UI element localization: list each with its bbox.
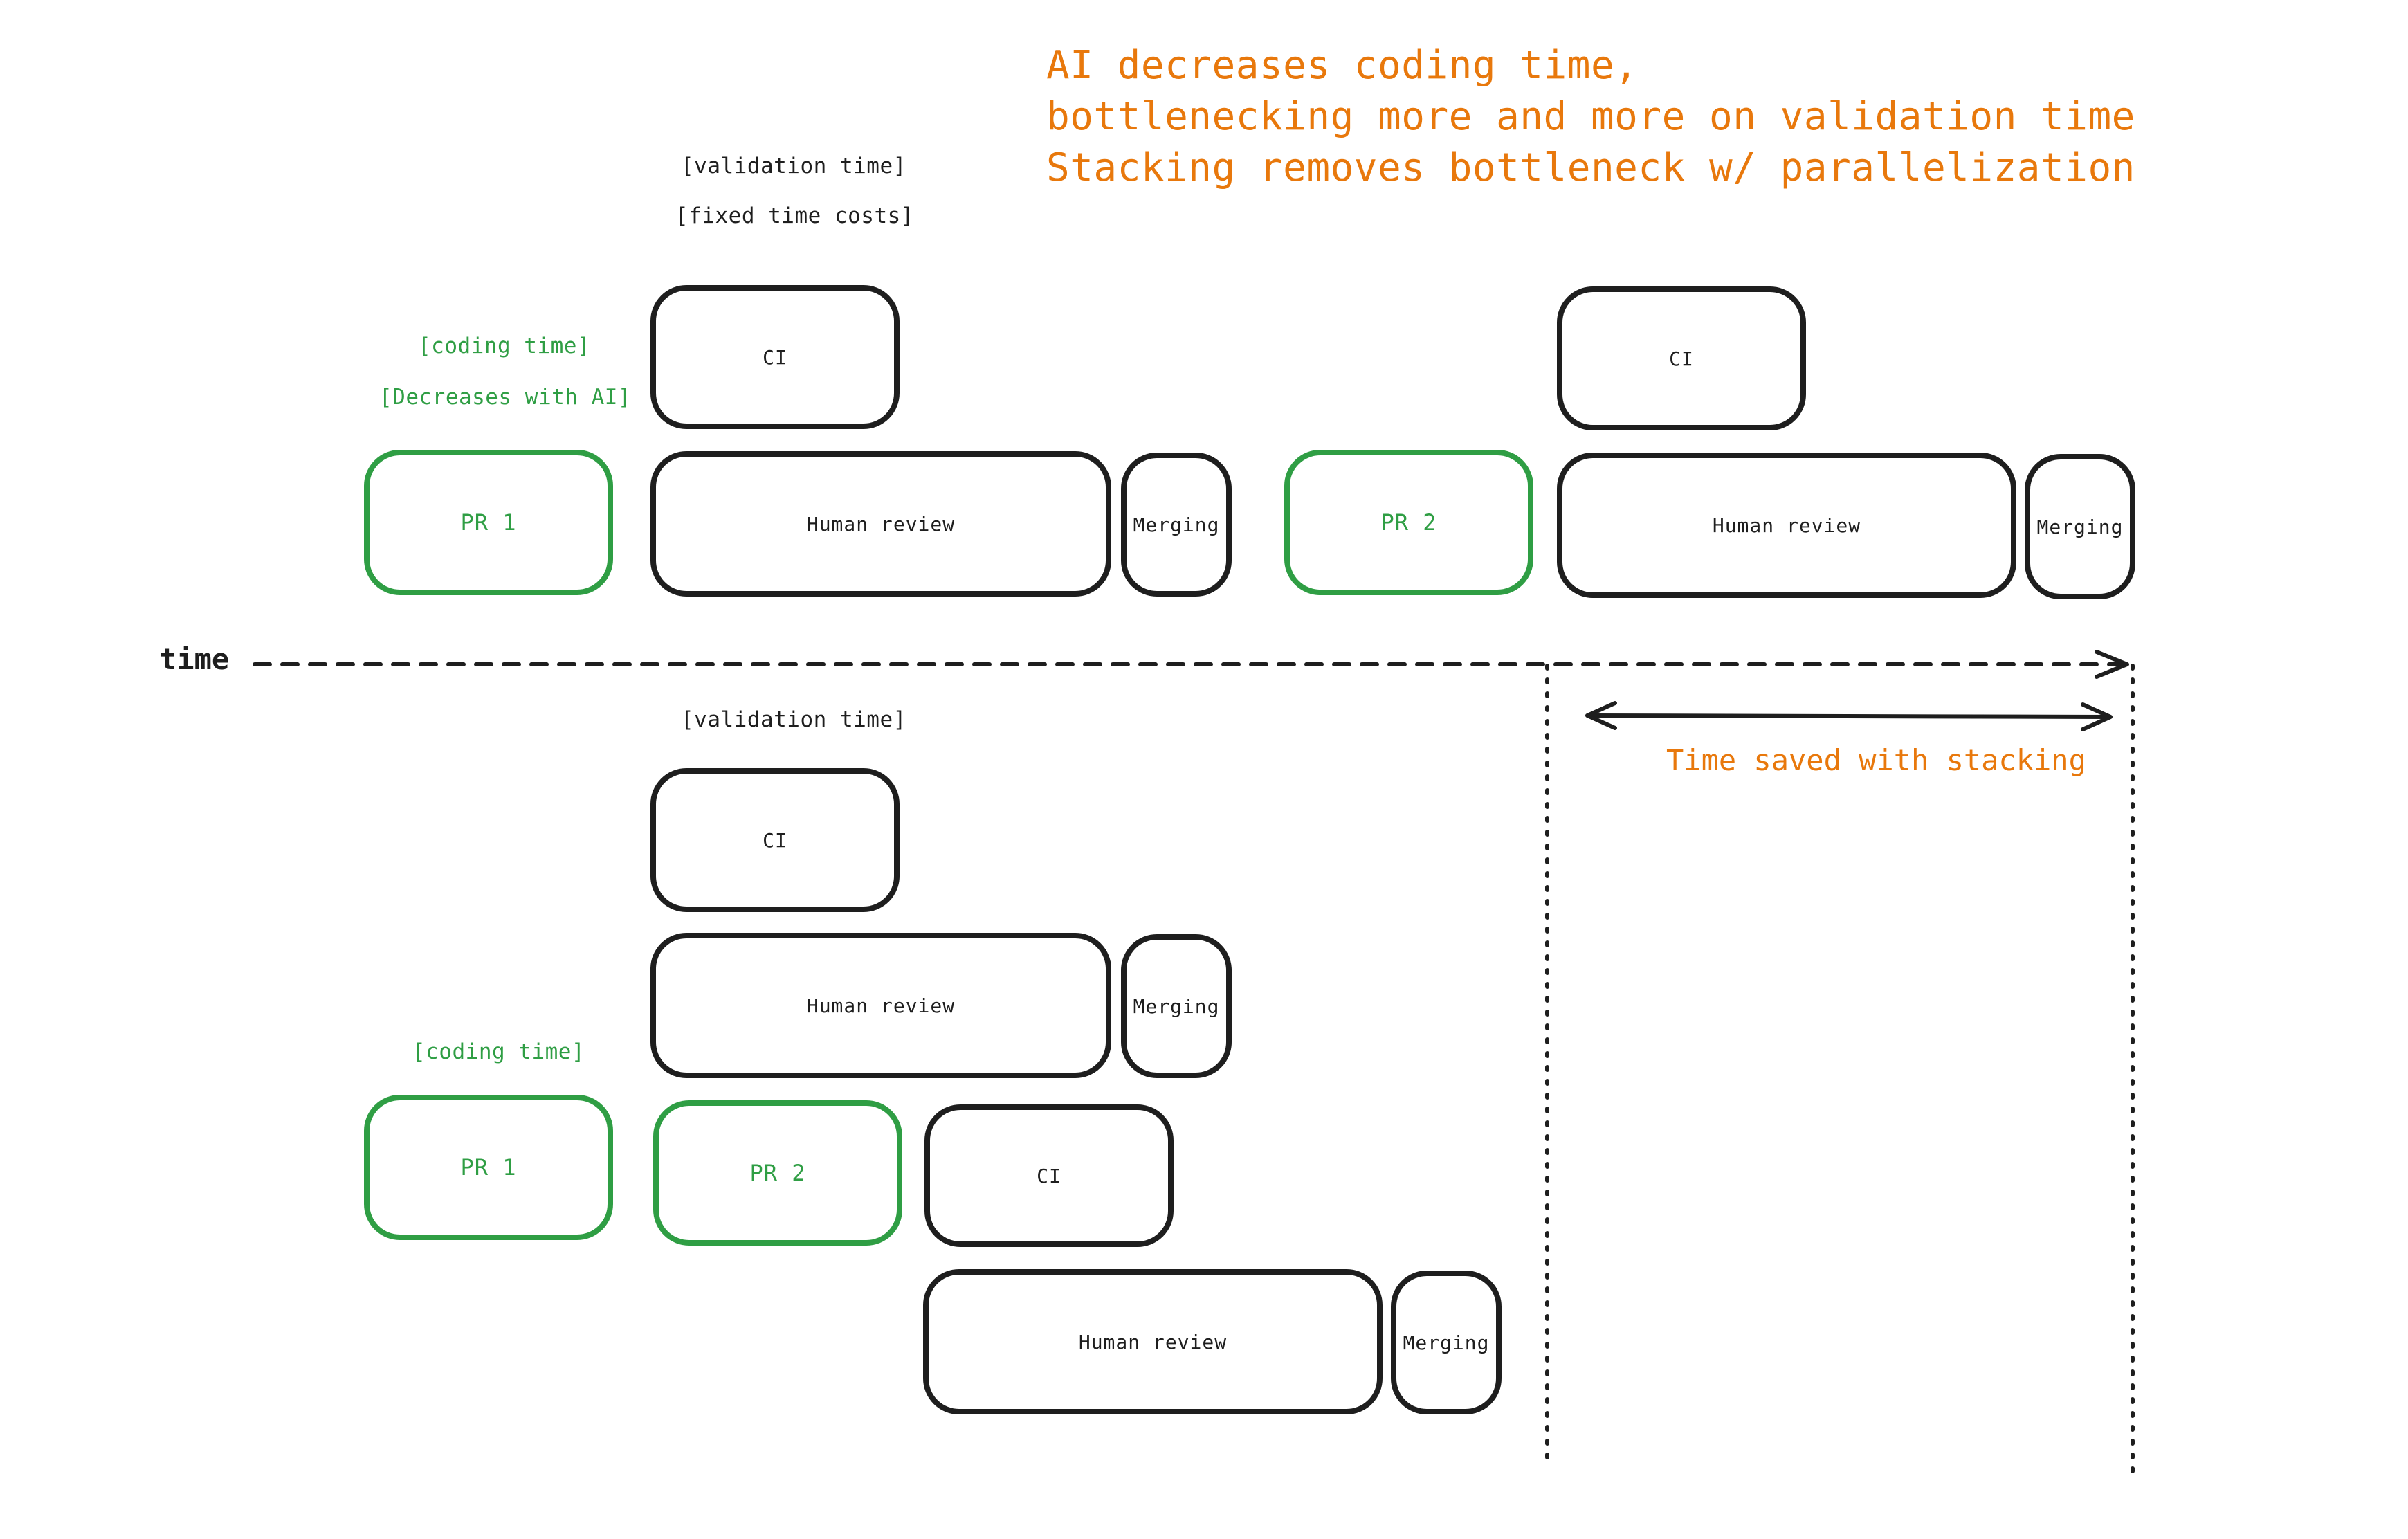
bottom-merging-2-box: Merging bbox=[1391, 1271, 1502, 1414]
top-merging-2-box: Merging bbox=[2025, 454, 2135, 599]
top-ci-1-label: CI bbox=[763, 345, 787, 369]
bottom-coding-note: [coding time] bbox=[412, 1039, 585, 1064]
bottom-review-1-label: Human review bbox=[806, 994, 956, 1017]
time-saved-label: Time saved with stacking bbox=[1666, 743, 2086, 777]
headline-line-3: Stacking removes bottleneck w/ paralleli… bbox=[1046, 145, 2135, 190]
time-axis-arrowhead bbox=[2095, 650, 2129, 679]
bottom-merging-2-label: Merging bbox=[1403, 1331, 1490, 1354]
top-ci-1-box: CI bbox=[650, 285, 900, 429]
top-validation-note: [validation time] bbox=[681, 154, 906, 179]
bottom-validation-note: [validation time] bbox=[681, 707, 906, 732]
headline-line-2: bottlenecking more and more on validatio… bbox=[1046, 94, 2135, 139]
bottom-pr2-box: PR 2 bbox=[653, 1100, 902, 1246]
top-pr2-label: PR 2 bbox=[1380, 509, 1437, 536]
top-ci-2-box: CI bbox=[1557, 286, 1806, 430]
time-axis-label: time bbox=[159, 642, 230, 676]
time-saved-arrow-left-head bbox=[1585, 701, 1617, 730]
top-pr1-box: PR 1 bbox=[364, 450, 613, 595]
bottom-pr1-box: PR 1 bbox=[364, 1095, 613, 1240]
bottom-pr1-label: PR 1 bbox=[460, 1154, 517, 1181]
top-merging-1-label: Merging bbox=[1133, 513, 1220, 536]
bottom-ci-2-box: CI bbox=[924, 1104, 1174, 1247]
top-review-2-label: Human review bbox=[1712, 513, 1861, 537]
time-saved-arrow bbox=[1589, 713, 2108, 719]
top-review-1-box: Human review bbox=[650, 451, 1111, 597]
headline-line-1: AI decreases coding time, bbox=[1046, 43, 1639, 88]
top-review-2-box: Human review bbox=[1557, 453, 2016, 598]
top-review-1-label: Human review bbox=[806, 512, 956, 536]
bottom-pr2-label: PR 2 bbox=[749, 1160, 806, 1186]
bottom-merging-1-box: Merging bbox=[1121, 934, 1232, 1078]
top-decreases-note: [Decreases with AI] bbox=[379, 385, 632, 410]
top-coding-note: [coding time] bbox=[418, 334, 591, 358]
top-pr2-box: PR 2 bbox=[1284, 450, 1533, 595]
bottom-merging-1-label: Merging bbox=[1133, 994, 1220, 1018]
top-fixed-cost-note: [fixed time costs] bbox=[675, 203, 914, 228]
top-ci-2-label: CI bbox=[1669, 347, 1694, 370]
top-pr1-label: PR 1 bbox=[460, 509, 517, 536]
bottom-review-1-box: Human review bbox=[650, 933, 1111, 1078]
bottom-review-2-label: Human review bbox=[1078, 1330, 1228, 1354]
time-saved-arrow-right-head bbox=[2081, 702, 2113, 731]
bottom-ci-2-label: CI bbox=[1037, 1164, 1061, 1187]
bottom-review-2-box: Human review bbox=[923, 1269, 1383, 1414]
bottom-ci-1-box: CI bbox=[650, 768, 900, 912]
top-merging-1-box: Merging bbox=[1121, 453, 1232, 597]
bottom-ci-1-label: CI bbox=[763, 828, 787, 852]
top-merging-2-label: Merging bbox=[2036, 515, 2124, 538]
headline: AI decreases coding time, bottlenecking … bbox=[1046, 40, 2135, 194]
